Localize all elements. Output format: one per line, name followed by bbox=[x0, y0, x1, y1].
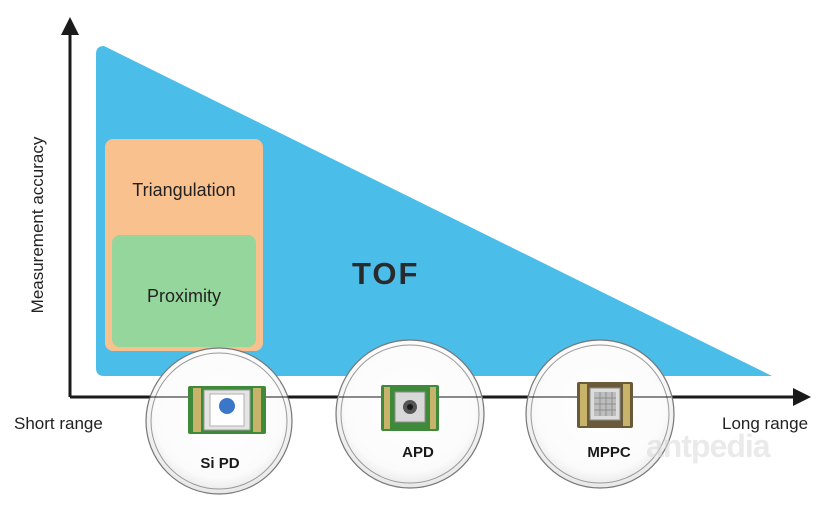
triangulation-label: Triangulation bbox=[132, 180, 236, 200]
mppc-chip-icon bbox=[577, 382, 633, 428]
x-axis-right-label: Long range bbox=[722, 414, 809, 433]
proximity-label: Proximity bbox=[146, 286, 221, 306]
si-pd-label: Si PD bbox=[200, 455, 240, 472]
apd-label: APD bbox=[402, 444, 434, 461]
mppc-label: MPPC bbox=[587, 444, 631, 461]
apd-chip-icon bbox=[381, 385, 439, 431]
mppc-device bbox=[525, 339, 675, 489]
si-pd-chip-icon bbox=[188, 386, 266, 434]
si-pd-device bbox=[145, 347, 293, 495]
x-axis-left-label: Short range bbox=[14, 414, 103, 433]
proximity-region bbox=[112, 235, 256, 347]
y-axis-label: Measurement accuracy bbox=[28, 136, 47, 314]
tof-region bbox=[96, 46, 772, 376]
tof-label: TOF bbox=[352, 256, 420, 291]
apd-device bbox=[335, 339, 485, 489]
watermark: antpedia bbox=[646, 428, 771, 464]
